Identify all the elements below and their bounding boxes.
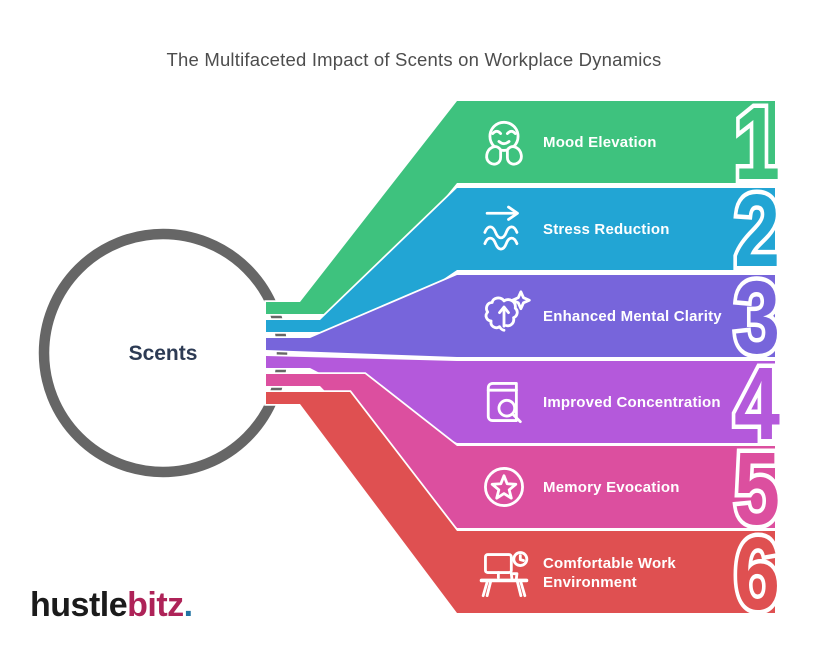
workspace-icon [479, 551, 529, 598]
star-badge-icon [484, 467, 524, 507]
book-magnifier-icon [486, 382, 522, 424]
row-number: 1 [734, 86, 780, 201]
row-number: 4 [734, 346, 780, 461]
ribbon-enhanced-mental-clarity [264, 273, 777, 359]
ribbon-comfortable-work-environment [264, 390, 777, 615]
logo-part2: bitz [127, 586, 184, 624]
row-label: Improved Concentration [543, 394, 721, 411]
row-number: 5 [734, 431, 780, 546]
waves-arrow-icon [483, 205, 519, 251]
ribbon-improved-concentration [264, 354, 777, 445]
brand-logo: hustlebitz. [30, 586, 193, 624]
logo-dot: . [184, 586, 193, 624]
row-label-line2: Environment [543, 574, 637, 591]
row-number: 2 [734, 173, 780, 288]
row-label: Comfortable Work [543, 555, 676, 572]
center-label: Scents [129, 342, 198, 365]
relieved-face-icon [485, 120, 523, 166]
logo-part1: hustle [30, 586, 127, 624]
row-label: Mood Elevation [543, 134, 657, 151]
row-number: 6 [734, 516, 780, 631]
ribbon-memory-evocation [264, 372, 777, 530]
brain-sparkle-icon [484, 290, 531, 332]
row-number: 3 [734, 260, 780, 375]
ribbon-stress-reduction [264, 186, 777, 334]
center-circle [38, 228, 288, 478]
page-title: The Multifaceted Impact of Scents on Wor… [167, 49, 662, 70]
row-label: Memory Evocation [543, 479, 680, 496]
row-label: Enhanced Mental Clarity [543, 308, 722, 325]
row-label: Stress Reduction [543, 221, 670, 238]
